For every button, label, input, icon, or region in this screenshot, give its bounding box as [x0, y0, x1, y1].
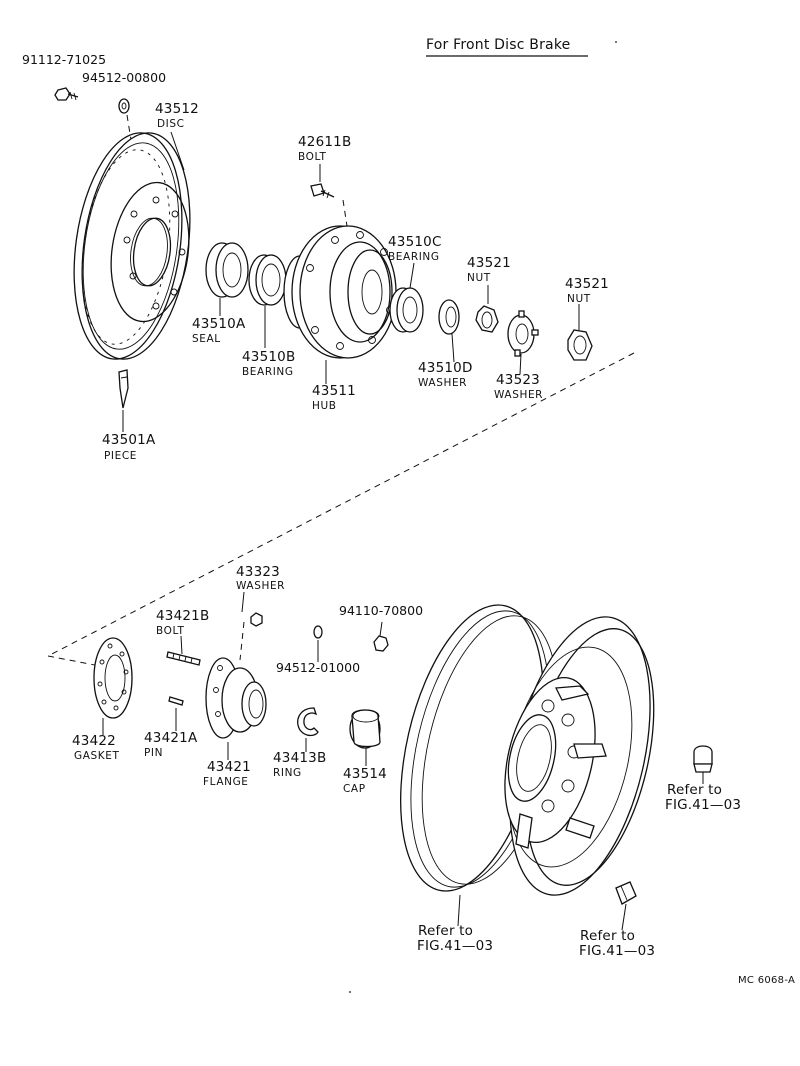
part-number-42611b: 42611B — [298, 134, 352, 150]
part-name-bolt-42611b: BOLT — [298, 151, 327, 163]
part-name-washer-43323: WASHER — [236, 580, 286, 592]
part-name-ring: RING — [273, 767, 302, 779]
washer-43523-part — [507, 310, 539, 357]
wheel-part — [400, 604, 655, 896]
reference-wheel-line1: Refer to — [418, 923, 474, 939]
cap-43514-part — [349, 709, 381, 749]
part-number-43512: 43512 — [155, 101, 199, 117]
part-number-43511: 43511 — [312, 383, 356, 399]
part-number-43323: 43323 — [236, 564, 280, 580]
part-name-washer-43510d: WASHER — [418, 377, 468, 389]
part-number-43510b: 43510B — [242, 349, 296, 365]
bolt-43421b-part — [166, 651, 201, 666]
part-name-pin: PIN — [144, 747, 164, 759]
part-name-nut-a: NUT — [467, 272, 491, 284]
bearing-43510c-part — [389, 287, 424, 333]
part-number-43510a: 43510A — [192, 316, 246, 332]
gasket-43422-part — [93, 637, 133, 719]
washer-94512-01000-part — [313, 625, 323, 639]
part-name-disc: DISC — [157, 118, 185, 130]
part-number-43514: 43514 — [343, 766, 387, 782]
part-number-43421a: 43421A — [144, 730, 198, 746]
part-name-gasket: GASKET — [74, 750, 120, 762]
washer-94512-00800-part — [118, 98, 130, 114]
page-title: For Front Disc Brake — [426, 37, 571, 53]
pin-43421a-part — [168, 696, 184, 706]
lug-nut-part — [693, 745, 713, 773]
part-name-washer-43523: WASHER — [494, 389, 544, 401]
part-number-43510c: 43510C — [388, 234, 442, 250]
part-name-hub: HUB — [312, 400, 337, 412]
bearing-43510b-part — [248, 254, 287, 306]
nut-43521-part-2 — [567, 329, 593, 361]
figure-code: MC 6068-A — [738, 975, 796, 986]
nut-43521-part-1 — [475, 305, 499, 333]
part-name-bearing-43510c: BEARING — [388, 251, 440, 263]
part-number-43521-b: 43521 — [565, 276, 609, 292]
part-name-cap: CAP — [343, 783, 366, 795]
part-number-43510d: 43510D — [418, 360, 473, 376]
reference-valve-line1: Refer to — [580, 928, 636, 944]
part-name-bearing-43510b: BEARING — [242, 366, 294, 378]
part-number-43501a: 43501A — [102, 432, 156, 448]
washer-43510d-part — [438, 299, 460, 335]
nut-94110-70800-part — [373, 635, 389, 652]
part-number-94512-01000: 94512-01000 — [276, 660, 361, 675]
part-name-bolt-43421b: BOLT — [156, 625, 185, 637]
valve-part — [615, 881, 637, 905]
bolt-91112-part — [54, 87, 79, 101]
part-number-43523: 43523 — [496, 372, 540, 388]
part-number-94512-00800: 94512-00800 — [82, 70, 167, 85]
part-number-43421b: 43421B — [156, 608, 210, 624]
bolt-42611b-part — [310, 183, 335, 199]
seal-43510a-part — [205, 242, 249, 298]
part-number-43521-a: 43521 — [467, 255, 511, 271]
part-number-43421: 43421 — [207, 759, 251, 775]
part-number-94110-70800: 94110-70800 — [339, 603, 424, 618]
washer-43323-part — [250, 612, 263, 627]
hub-43511-part — [283, 225, 397, 359]
part-name-piece: PIECE — [104, 450, 138, 462]
part-number-91112-71025: 91112-71025 — [22, 52, 107, 67]
reference-lug-nut-line2: FIG.41—03 — [665, 797, 742, 813]
part-name-nut-b: NUT — [567, 293, 591, 305]
reference-lug-nut-line1: Refer to — [667, 782, 723, 798]
part-name-flange: FLANGE — [203, 776, 249, 788]
flange-43421-part — [205, 657, 267, 739]
piece-43501a-part — [118, 369, 129, 409]
part-number-43413b: 43413B — [273, 750, 327, 766]
disc-rotor-part — [73, 132, 191, 360]
ring-43413b-part — [297, 707, 319, 737]
part-name-seal: SEAL — [192, 333, 221, 345]
reference-valve-line2: FIG.41—03 — [579, 943, 656, 959]
reference-wheel-line2: FIG.41—03 — [417, 938, 494, 954]
part-number-43422: 43422 — [72, 733, 116, 749]
